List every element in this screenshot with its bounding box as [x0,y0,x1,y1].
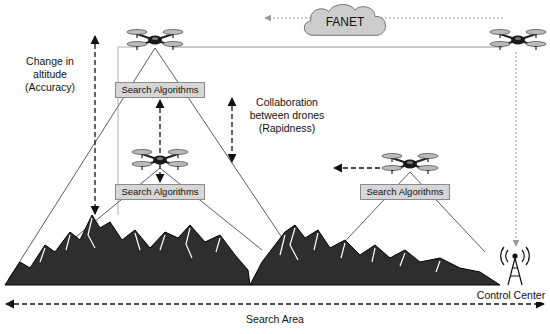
annotation-text: Collaboration between drones (Rapidness) [240,96,334,135]
annotation-text: Change in altitude (Accuracy) [16,55,84,94]
dashed-connector [159,100,160,182]
node-text: Search Algorithms [121,186,198,197]
drone-icon [127,30,183,51]
algorithm-box: Search Algorithms [115,184,204,200]
antenna-tower [501,247,530,285]
network-link [118,18,516,246]
algorithm-box: Search Algorithms [115,82,204,98]
drone-icon [382,154,438,175]
dashed-arrow [6,36,544,304]
area-label: Search Area [228,313,322,326]
drone-icon [132,150,188,171]
node-text: Search Algorithms [366,186,443,197]
mountains [5,215,500,285]
node-text: Search Algorithms [121,84,198,95]
node-text: FANET [300,15,390,29]
network-cloud: FANET [300,2,390,38]
algorithm-box: Search Algorithms [360,184,449,200]
station-label: Control Center [474,289,548,302]
drone-icon [490,30,546,51]
